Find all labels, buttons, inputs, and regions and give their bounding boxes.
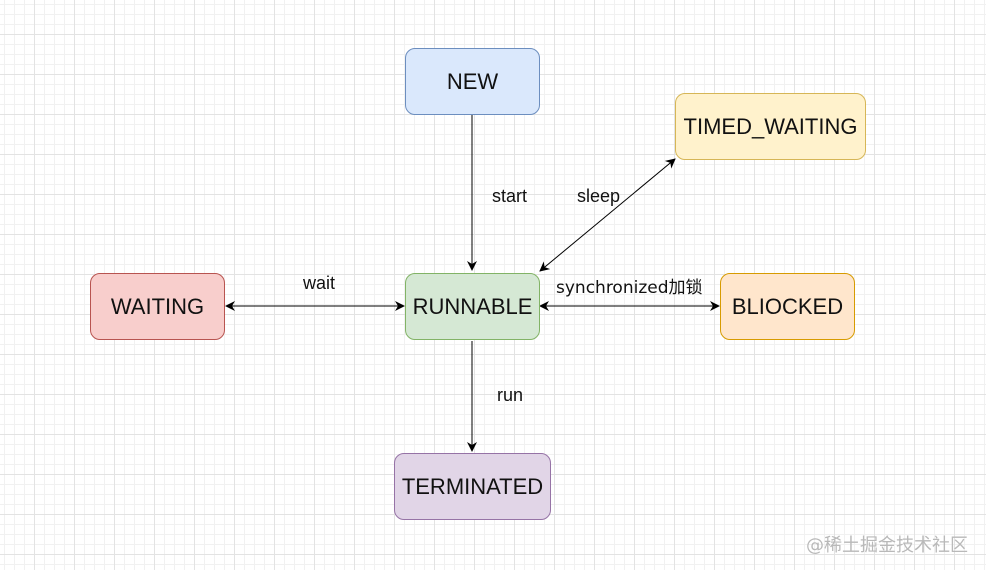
- state-waiting[interactable]: WAITING: [90, 273, 225, 340]
- label-wait: wait: [303, 273, 336, 293]
- watermark: @稀土掘金技术社区: [806, 535, 968, 556]
- state-runnable[interactable]: RUNNABLE: [405, 273, 540, 340]
- label-start: start: [492, 186, 528, 206]
- label-run: run: [497, 385, 524, 405]
- edge-runnable-timed-waiting: [539, 158, 676, 272]
- state-blocked[interactable]: BLIOCKED: [720, 273, 855, 340]
- state-new[interactable]: NEW: [405, 48, 540, 115]
- label-synchronized: synchronized加锁: [556, 278, 703, 298]
- label-sleep: sleep: [577, 186, 621, 206]
- state-terminated[interactable]: TERMINATED: [394, 453, 551, 520]
- state-timed-waiting[interactable]: TIMED_WAITING: [675, 93, 866, 160]
